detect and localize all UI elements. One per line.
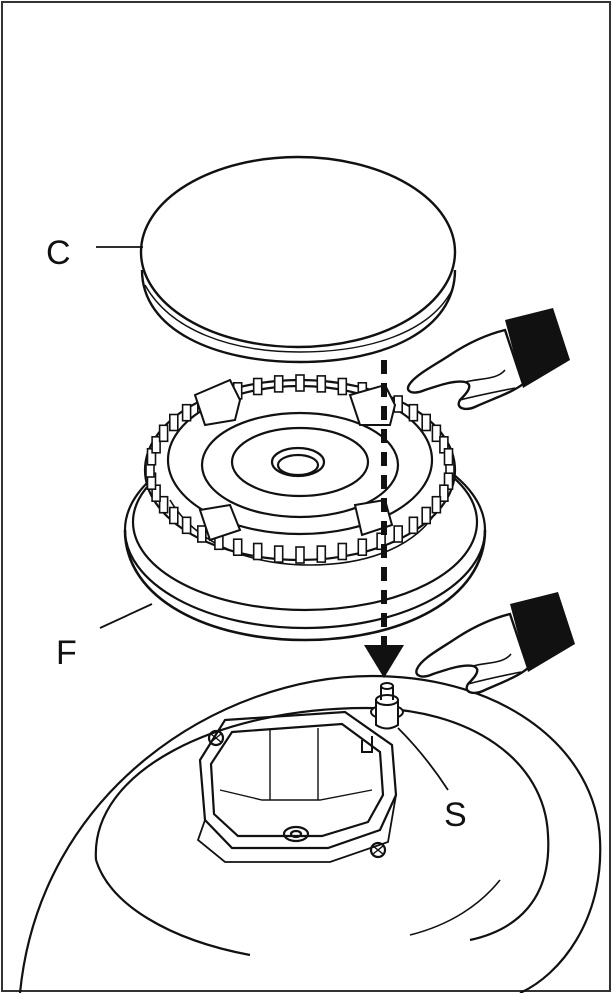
crown-tooth: [316, 545, 327, 563]
crown-tooth: [232, 538, 243, 557]
crown-tooth: [408, 403, 419, 422]
spark-plug: [361, 682, 404, 753]
crown-tooth: [273, 375, 284, 393]
crown-tooth: [151, 435, 161, 454]
crown-tooth: [158, 495, 169, 514]
down-arrow-icon: [364, 645, 404, 678]
crown-tooth: [337, 377, 348, 396]
crown-tooth: [197, 525, 207, 543]
leader-lines: [96, 246, 449, 791]
crown-tooth: [169, 506, 179, 525]
crown-tooth: [443, 447, 454, 466]
hob-surface: [18, 674, 602, 993]
label-crown: F: [56, 634, 77, 672]
crown-tooth: [181, 403, 192, 422]
crown-tooth: [316, 375, 327, 393]
burner-cap: [139, 155, 457, 364]
crown-tooth: [408, 516, 419, 535]
crown-tooth: [295, 374, 305, 392]
crown-tooth: [252, 542, 263, 561]
crown-tooth: [431, 495, 442, 514]
crown-tooth: [158, 424, 169, 443]
crown-tooth: [357, 538, 368, 557]
pointing-hand-icon: [415, 592, 575, 695]
crown-tooth: [295, 546, 305, 564]
crown-tooth: [181, 516, 192, 535]
label-cap: C: [46, 234, 71, 272]
burner-cup: [196, 710, 398, 863]
crown-tooth: [252, 377, 263, 396]
crown-tooth: [393, 525, 404, 543]
crown-tooth: [273, 545, 284, 563]
crown-tooth: [169, 413, 179, 432]
pointing-hand-icon: [406, 308, 570, 411]
crown-tooth: [337, 542, 348, 561]
crown-tooth: [421, 413, 432, 432]
crown-tooth: [431, 424, 442, 443]
label-spark-plug: S: [444, 796, 467, 834]
crown-tooth: [439, 484, 449, 503]
crown-tooth: [421, 506, 432, 525]
